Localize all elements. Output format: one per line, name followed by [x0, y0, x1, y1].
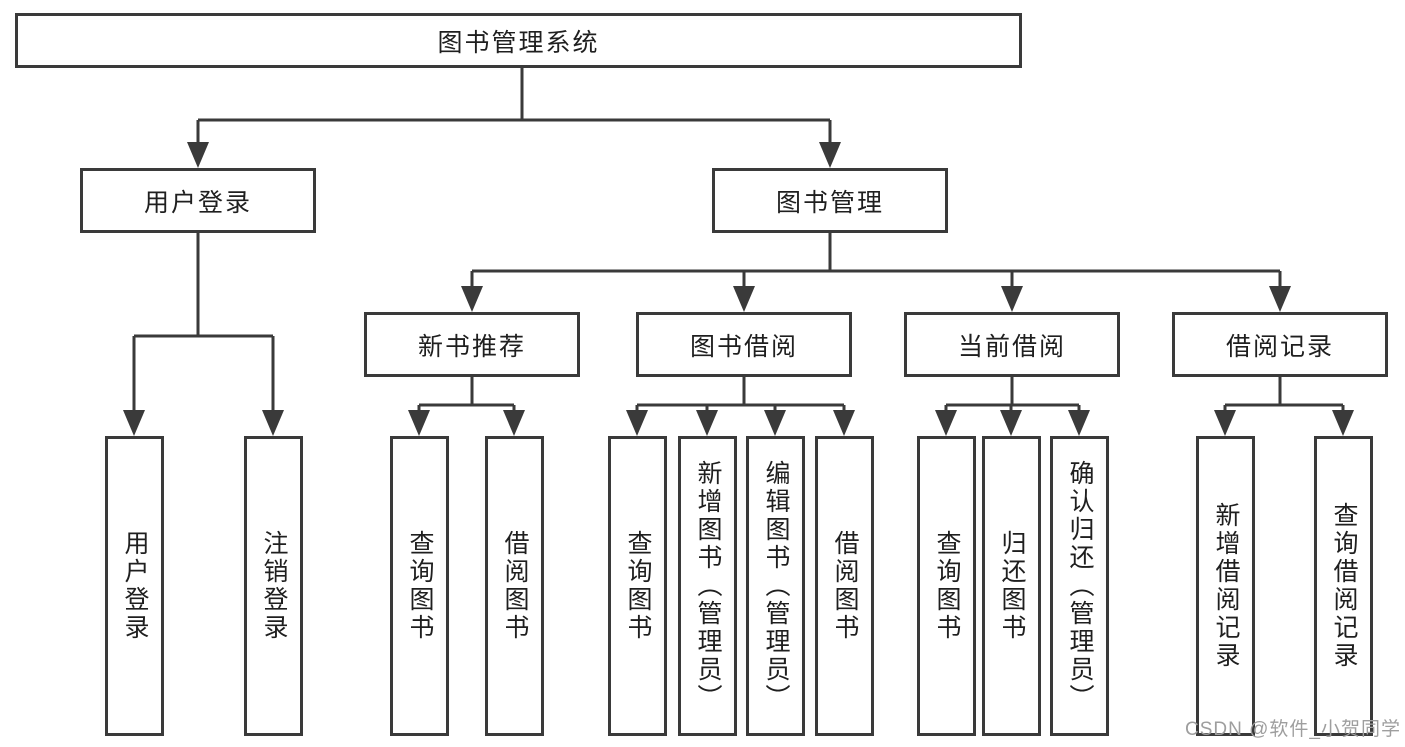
node-label: 借阅记录	[1225, 332, 1334, 361]
node-book-borrowing: 图书借阅	[636, 312, 852, 377]
leaf-label: 查询图书	[406, 530, 434, 642]
leaf-query-borrow-record: 查询借阅记录	[1314, 436, 1373, 736]
node-library-management-system: 图书管理系统	[15, 13, 1022, 68]
node-label: 用户登录	[143, 188, 252, 217]
arrowhead	[503, 410, 525, 436]
node-label: 图书借阅	[689, 332, 798, 361]
arrowhead	[1001, 286, 1023, 312]
leaf-label: 编辑图书（管理员）	[762, 460, 790, 712]
node-label: 当前借阅	[957, 332, 1066, 361]
arrowhead	[1332, 410, 1354, 436]
node-label: 图书管理	[775, 188, 884, 217]
leaf-borrow-books: 借阅图书	[815, 436, 874, 736]
leaf-user-login: 用户登录	[105, 436, 164, 736]
leaf-label: 新增借阅记录	[1212, 502, 1240, 670]
arrowhead	[262, 410, 284, 436]
node-book-management: 图书管理	[712, 168, 948, 233]
node-current-borrowing: 当前借阅	[904, 312, 1120, 377]
node-label: 图书管理系统	[437, 28, 600, 57]
leaf-borrow-books-recommend: 借阅图书	[485, 436, 544, 736]
leaf-query-books-borrow: 查询图书	[608, 436, 667, 736]
arrowhead	[833, 410, 855, 436]
leaf-add-book-admin: 新增图书（管理员）	[678, 436, 737, 736]
leaf-query-books-current: 查询图书	[917, 436, 976, 736]
leaf-label: 借阅图书	[501, 530, 529, 642]
leaf-label: 归还图书	[998, 530, 1026, 642]
leaf-label: 查询图书	[624, 530, 652, 642]
leaf-label: 借阅图书	[831, 530, 859, 642]
arrowhead	[1000, 410, 1022, 436]
leaf-logout: 注销登录	[244, 436, 303, 736]
arrowhead	[187, 142, 209, 168]
arrowhead	[461, 286, 483, 312]
arrowhead	[1269, 286, 1291, 312]
watermark: CSDN @软件_小贺同学	[1185, 719, 1401, 740]
node-borrowing-records: 借阅记录	[1172, 312, 1388, 377]
node-user-login: 用户登录	[80, 168, 316, 233]
arrowhead	[764, 410, 786, 436]
arrowhead	[733, 286, 755, 312]
node-label: 新书推荐	[417, 332, 526, 361]
leaf-label: 注销登录	[260, 530, 288, 642]
arrowhead	[123, 410, 145, 436]
leaf-label: 查询借阅记录	[1330, 502, 1358, 670]
arrowhead	[935, 410, 957, 436]
node-new-book-recommendation: 新书推荐	[364, 312, 580, 377]
leaf-add-borrow-record: 新增借阅记录	[1196, 436, 1255, 736]
arrowhead	[819, 142, 841, 168]
arrowhead	[1214, 410, 1236, 436]
arrowhead	[1068, 410, 1090, 436]
leaf-label: 新增图书（管理员）	[694, 460, 722, 712]
leaf-label: 确认归还（管理员）	[1066, 460, 1094, 712]
arrowhead	[408, 410, 430, 436]
leaf-edit-book-admin: 编辑图书（管理员）	[746, 436, 805, 736]
leaf-label: 查询图书	[933, 530, 961, 642]
arrowhead	[696, 410, 718, 436]
arrowhead	[626, 410, 648, 436]
leaf-confirm-return-admin: 确认归还（管理员）	[1050, 436, 1109, 736]
leaf-label: 用户登录	[121, 530, 149, 642]
leaf-query-books-recommend: 查询图书	[390, 436, 449, 736]
leaf-return-books: 归还图书	[982, 436, 1041, 736]
